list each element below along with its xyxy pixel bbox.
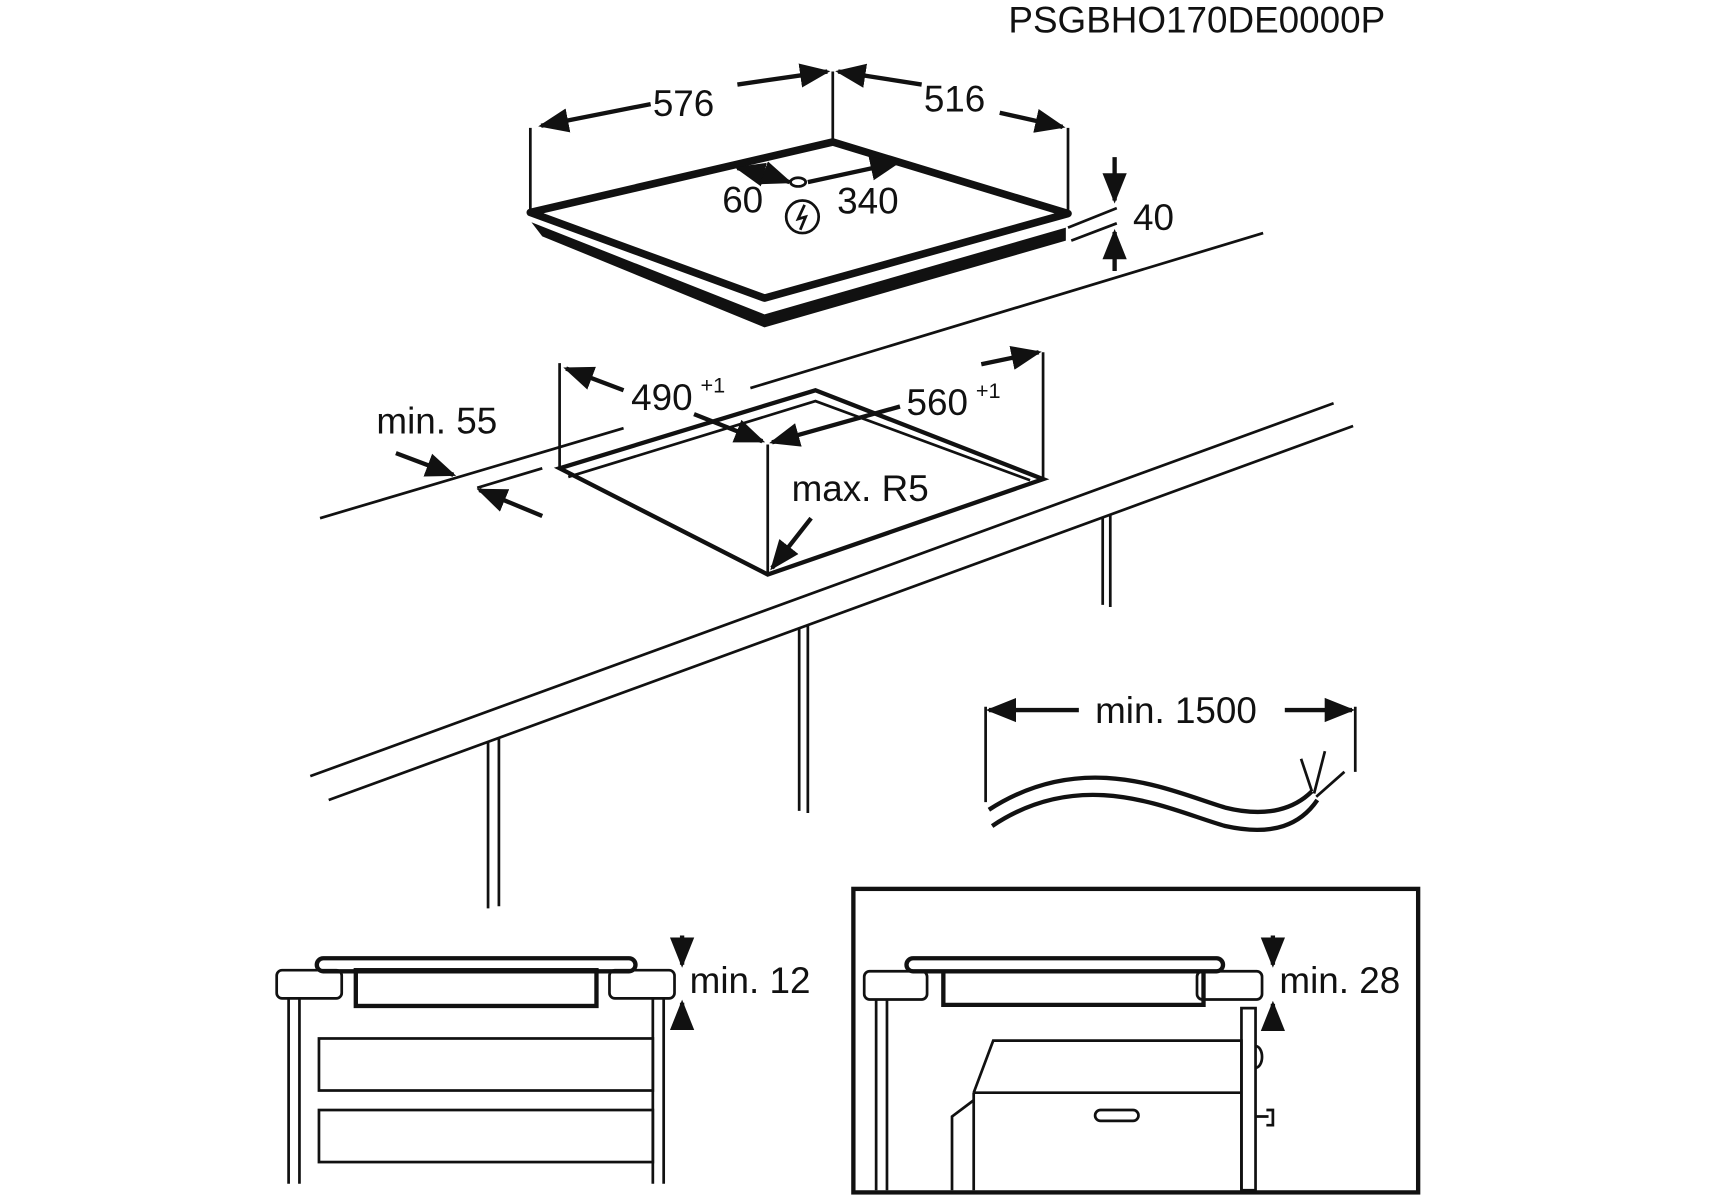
hob-drawing — [526, 63, 1127, 328]
min-front-distance-label: min. 55 — [376, 401, 497, 442]
cutout-width-tolerance: +1 — [976, 378, 1001, 403]
connection-right-label: 340 — [837, 181, 898, 222]
side-view-drawer — [275, 935, 695, 1184]
corner-radius-label: max. R5 — [792, 468, 929, 509]
model-code: PSGBHO170DE0000P — [1008, 0, 1385, 41]
hob-width-label: 576 — [653, 83, 714, 124]
side-view-oven — [851, 886, 1421, 1195]
cutout-width-label: 560 — [906, 382, 967, 423]
oven-clearance-label: min. 28 — [1279, 960, 1400, 1001]
connection-left-label: 60 — [722, 179, 763, 220]
cable-drawing — [984, 697, 1357, 832]
cutout-depth-tolerance: +1 — [701, 372, 726, 397]
power-connection-icon — [784, 199, 821, 235]
hob-depth-label: 516 — [924, 79, 985, 120]
hob-height-label: 40 — [1133, 197, 1174, 238]
countertop-drawing — [309, 231, 1354, 909]
drawer-clearance-label: min. 12 — [690, 960, 811, 1001]
cable-length-label: min. 1500 — [1095, 690, 1257, 731]
cutout-depth-label: 490 — [631, 377, 692, 418]
